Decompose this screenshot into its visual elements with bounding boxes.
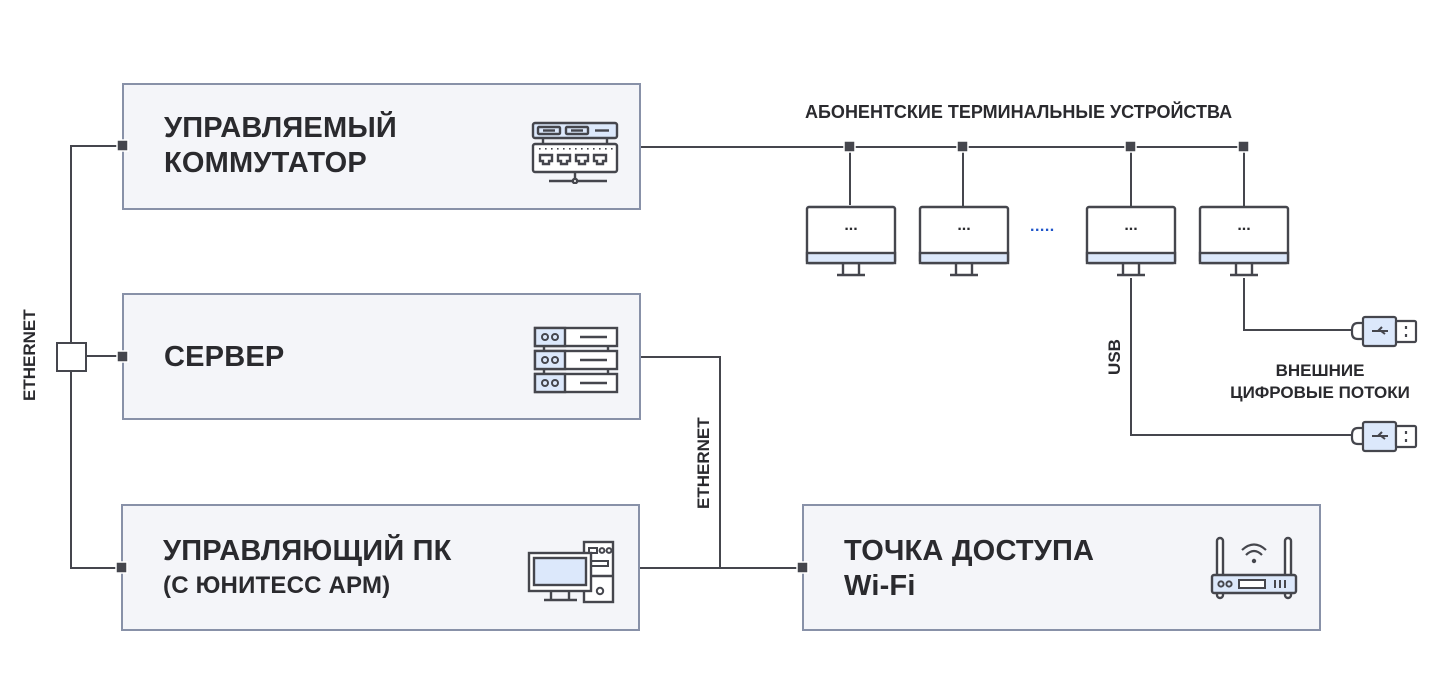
terminal-marker-3 xyxy=(1124,140,1137,153)
switch-title-line2: КОММУТАТОР xyxy=(164,147,367,179)
ap-port-marker xyxy=(796,561,809,574)
wifi-router-icon xyxy=(1210,536,1298,600)
managed-switch-node: УПРАВЛЯЕМЫЙ КОММУТАТОР xyxy=(122,83,641,210)
external-label-line1: ВНЕШНИЕ xyxy=(1275,361,1365,380)
server-rack-icon xyxy=(533,326,619,394)
external-label-line2: ЦИФРОВЫЕ ПОТОКИ xyxy=(1230,383,1410,402)
server-port-marker xyxy=(116,350,129,363)
server-to-ap-line xyxy=(640,356,721,568)
access-point-title: ТОЧКА ДОСТУПА Wi-Fi xyxy=(844,534,1094,604)
access-point-title-line2: Wi-Fi xyxy=(844,570,916,602)
terminal-screen-text: ... xyxy=(957,217,971,234)
server-title: СЕРВЕР xyxy=(164,341,285,373)
ethernet-hub-box xyxy=(56,342,87,372)
terminal-marker-4 xyxy=(1237,140,1250,153)
access-point-node: ТОЧКА ДОСТУПА Wi-Fi xyxy=(802,504,1321,631)
switch-title-line1: УПРАВЛЯЕМЫЙ xyxy=(164,112,397,144)
usb-line-terminal3 xyxy=(1130,278,1352,436)
terminal-screen-text: ... xyxy=(844,217,858,234)
switch-port-marker xyxy=(116,139,129,152)
monitor-icon xyxy=(918,205,1010,277)
usb-plug-icon xyxy=(1350,315,1418,348)
monitor-icon xyxy=(1198,205,1290,277)
terminal-screen-text: ... xyxy=(1124,217,1138,234)
terminal-device: ... xyxy=(918,205,1010,278)
terminals-label: АБОНЕНТСКИЕ ТЕРМИНАЛЬНЫЕ УСТРОЙСТВА xyxy=(805,102,1233,122)
terminal-marker-1 xyxy=(843,140,856,153)
external-streams-label: ВНЕШНИЕ ЦИФРОВЫЕ ПОТОКИ xyxy=(1212,360,1428,404)
left-ethernet-label: ETHERNET xyxy=(20,309,39,401)
switch-title: УПРАВЛЯЕМЫЙ КОММУТАТОР xyxy=(164,111,397,181)
control-pc-title: УПРАВЛЯЮЩИЙ ПК xyxy=(163,535,452,567)
monitor-icon xyxy=(805,205,897,277)
server-ethernet-label: ETHERNET xyxy=(694,417,713,509)
control-pc-node: УПРАВЛЯЮЩИЙ ПК (С ЮНИТЕСС АРМ) xyxy=(121,504,640,631)
terminal-device: ... xyxy=(1085,205,1177,278)
monitor-icon xyxy=(1085,205,1177,277)
terminal-screen-text: ... xyxy=(1237,217,1251,234)
terminals-ellipsis: ..... xyxy=(1030,218,1055,235)
usb-label: USB xyxy=(1105,339,1124,375)
control-pc-subtitle: (С ЮНИТЕСС АРМ) xyxy=(163,572,391,599)
usb-plug-icon xyxy=(1350,420,1418,453)
desktop-computer-icon xyxy=(527,540,615,604)
terminal-marker-2 xyxy=(956,140,969,153)
terminal-device: ... xyxy=(805,205,897,278)
access-point-title-line1: ТОЧКА ДОСТУПА xyxy=(844,535,1095,567)
terminal-device: ... xyxy=(1198,205,1290,278)
network-switch-icon xyxy=(531,121,619,184)
pc-port-marker xyxy=(115,561,128,574)
usb-line-terminal4 xyxy=(1243,278,1352,331)
